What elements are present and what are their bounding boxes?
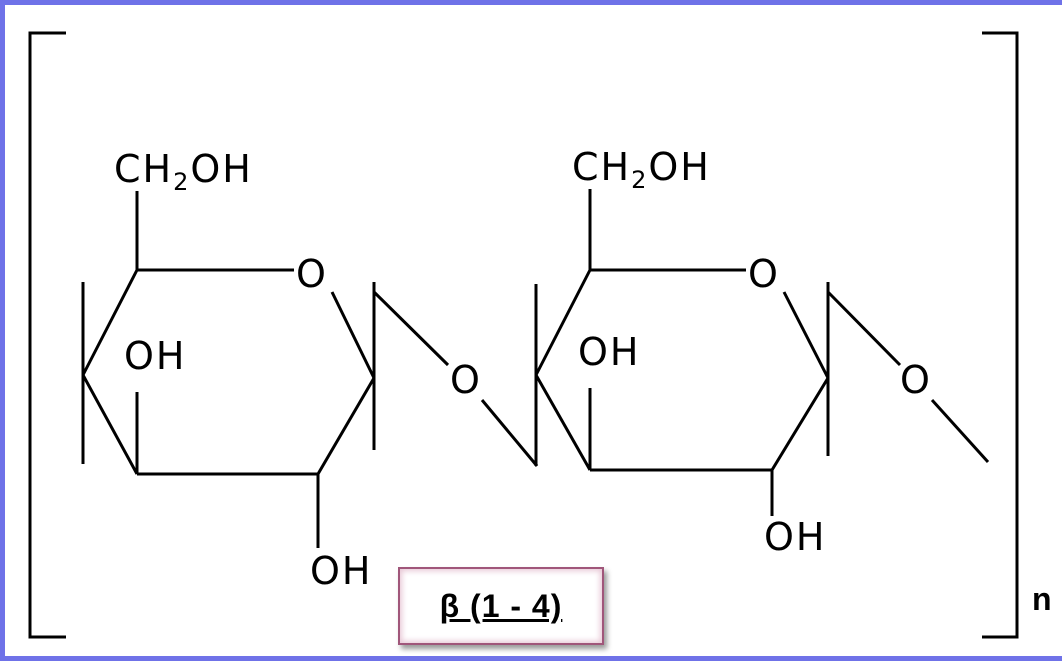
ch2oh-label-2: CH2OH (572, 145, 711, 194)
linkage-label-box: β (1 - 4) (398, 567, 604, 645)
left-bracket (28, 31, 66, 639)
ring-oxygen-2: O (748, 252, 780, 296)
ring-oxygen-1: O (296, 252, 328, 296)
bridge-oxygen-1: O (450, 358, 482, 402)
bridge-oxygen-2: O (900, 358, 932, 402)
repeat-unit-n: n (1032, 581, 1052, 617)
beta-1-4-linkage-label: β (1 - 4) (439, 587, 563, 624)
glucose-ring-2 (534, 189, 830, 516)
oh-label-ring1-c2: OH (310, 549, 372, 593)
oh-label-ring2-c3: OH (578, 330, 640, 374)
ch2oh-label-1: CH2OH (114, 147, 253, 196)
glucose-ring-1 (81, 191, 376, 548)
oh-label-ring2-c2: OH (764, 515, 826, 559)
right-bracket (982, 31, 1019, 639)
oh-label-ring1-c3: OH (124, 334, 186, 378)
